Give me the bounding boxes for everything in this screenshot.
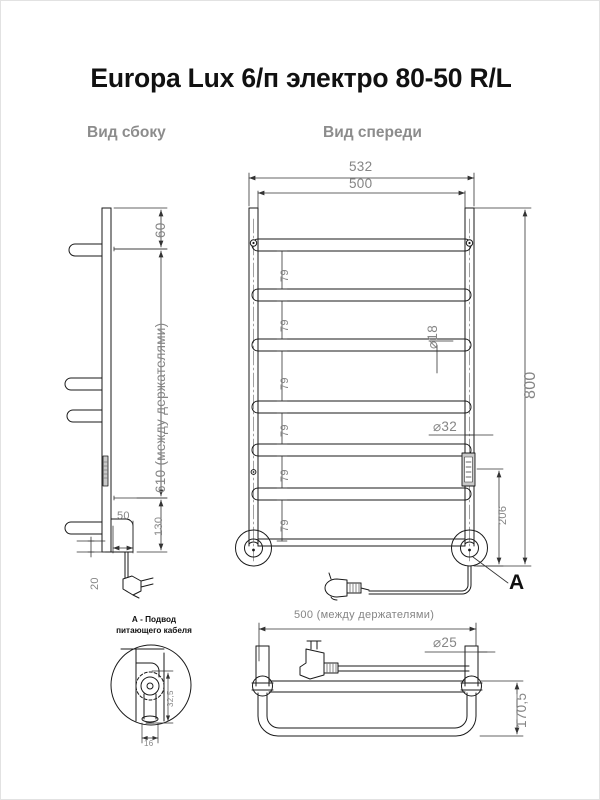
bottom-bracket-right xyxy=(460,675,483,697)
front-rung-7 xyxy=(257,538,466,547)
bottom-dimension-lines xyxy=(258,622,524,737)
dim-diameter-18: ⌀18 xyxy=(425,324,440,349)
front-rung-5 xyxy=(251,443,472,457)
view-label-front: Вид спереди xyxy=(323,124,422,141)
dim-500: 500 xyxy=(349,176,373,191)
front-rung-2 xyxy=(251,288,472,302)
dim-bottom-500-text: 500 (между держателями) xyxy=(294,609,435,621)
dim-79-5: 79 xyxy=(279,469,291,482)
front-dimension-lines xyxy=(248,172,532,584)
side-view-geometry xyxy=(64,207,168,599)
dim-79-6: 79 xyxy=(279,519,291,532)
bottom-bracket-left xyxy=(251,675,274,697)
dim-79-2: 79 xyxy=(279,319,291,332)
dim-diameter-32: ⌀32 xyxy=(433,419,458,434)
page-title: Europa Lux 6/п электро 80-50 R/L xyxy=(90,63,512,93)
dim-32-5: 32,5 xyxy=(166,690,175,707)
dim-79-4: 79 xyxy=(279,424,291,437)
detail-a-geometry xyxy=(110,644,192,744)
dim-79-1: 79 xyxy=(279,269,291,282)
dim-side-130 xyxy=(136,497,168,553)
dim-170-5: 170,5 xyxy=(514,692,529,728)
dim-16: 16 xyxy=(144,739,154,748)
front-control-module xyxy=(461,452,476,487)
front-power-plug xyxy=(324,572,370,601)
dim-diameter-25: ⌀25 xyxy=(433,635,458,650)
dim-side-20-text: 20 xyxy=(89,577,101,590)
front-joint-low-left xyxy=(250,469,257,475)
side-rung-2 xyxy=(64,377,103,391)
side-power-plug xyxy=(122,575,154,599)
front-bracket-right xyxy=(451,529,488,567)
dim-800: 800 xyxy=(522,371,539,399)
front-rung-6 xyxy=(251,487,472,501)
detail-a-title: А - Подвод питающего кабеля xyxy=(89,615,219,636)
side-rung-1 xyxy=(68,243,103,257)
side-rung-4 xyxy=(64,521,103,535)
side-rung-3 xyxy=(66,409,103,423)
front-power-cable xyxy=(368,565,472,595)
front-rung-4 xyxy=(251,400,472,414)
bottom-view-geometry xyxy=(251,640,483,737)
dim-side-50 xyxy=(112,520,134,554)
front-view-geometry xyxy=(235,207,488,601)
detail-a-title-line2: питающего кабеля xyxy=(116,625,192,635)
front-bracket-left xyxy=(235,529,272,567)
dim-532: 532 xyxy=(349,159,373,174)
dim-79-3: 79 xyxy=(279,377,291,390)
dim-side-20 xyxy=(76,536,106,558)
dim-side-130-text: 130 xyxy=(153,516,165,536)
front-joint-top-left xyxy=(249,239,258,247)
dim-side-610-text: 610 (между держателями) xyxy=(153,322,168,493)
dim-side-50-text: 50 xyxy=(117,510,130,522)
dim-206: 206 xyxy=(497,505,509,525)
dim-side-60-text: 60 xyxy=(153,222,168,238)
view-label-side: Вид сбоку xyxy=(87,124,166,141)
front-rung-3 xyxy=(251,338,472,352)
detail-a-title-line1: А - Подвод xyxy=(131,615,177,624)
front-joint-top-right xyxy=(465,239,474,247)
detail-marker-a: A xyxy=(509,571,525,594)
bottom-power-plug xyxy=(299,640,470,680)
front-rung-1 xyxy=(251,238,472,252)
